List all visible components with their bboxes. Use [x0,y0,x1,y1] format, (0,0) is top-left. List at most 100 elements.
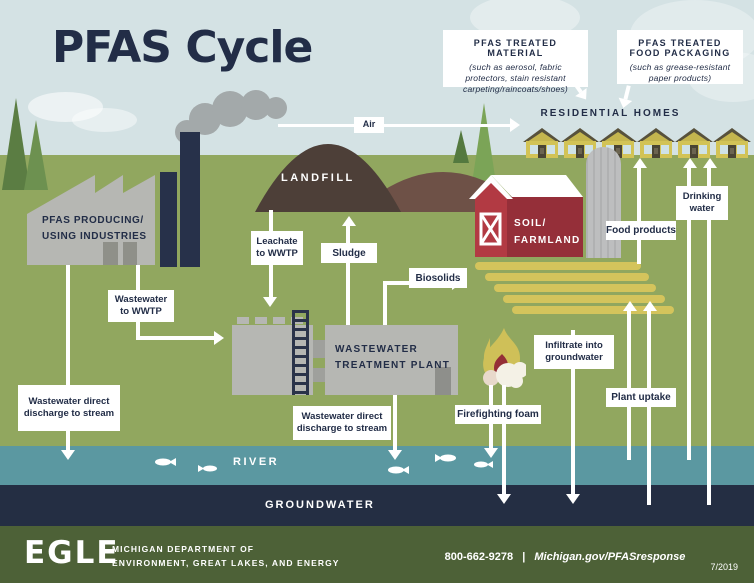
cloud-icon [28,92,103,122]
phone-number: 800-662-9278 [444,551,514,563]
contact-info: 800-662-9278 | Michigan.gov/PFASresponse [420,551,710,563]
packaging-callout-title-line1: PFAS TREATED [638,38,722,48]
drinking-water-line [687,168,691,460]
discharge-left-arrowhead [61,450,75,460]
food-products-arrowhead [633,158,647,168]
biosolids-label: Biosolids [409,268,467,288]
department-line1: MICHIGAN DEPARTMENT OF [112,544,255,554]
plant-uptake-arrowhead [643,301,657,311]
plant-uptake-arrowhead [623,301,637,311]
discharge-left-line2: discharge to stream [23,408,115,419]
factory-chimney-icon [180,132,200,267]
pfas-treated-material-callout: PFAS TREATED MATERIAL (such as aerosol, … [443,30,588,94]
pfas-treated-food-packaging-callout: PFAS TREATED FOOD PACKAGING (such as gre… [617,30,743,84]
department-line2: ENVIRONMENT, GREAT LAKES, AND ENERGY [112,557,340,568]
crop-row [485,273,649,281]
food-products-line [637,168,641,264]
flame-icon [483,328,526,388]
house-icon [675,128,713,158]
tree-icon [24,120,48,190]
factory-chimney-icon [160,172,177,267]
drinking-water-line2: water [689,203,715,214]
groundwater-band [0,485,754,526]
material-callout-title: PFAS TREATED MATERIAL [473,38,558,58]
department-name: MICHIGAN DEPARTMENT OF ENVIRONMENT, GREA… [112,543,340,570]
smoke-icon [175,90,287,144]
discharge-right-arrowhead [388,450,402,460]
factory-icon [27,175,155,265]
egle-logo: EGLE [24,535,120,571]
fish-icons [155,454,493,474]
drinking-water-line1: Drinking [682,190,722,202]
groundwater-label: GROUNDWATER [265,499,375,511]
wwtp-pipe [313,340,325,358]
foam-to-river-arrowhead [484,448,498,458]
response-url[interactable]: Michigan.gov/PFASresponse [534,551,686,563]
soil-farmland-label: SOIL/ FARMLAND [514,215,581,249]
residential-homes-label: RESIDENTIAL HOMES [540,108,681,119]
leachate-line2: to WWTP [256,248,298,259]
air-arrowhead [510,118,520,132]
wwtp-label: WASTEWATER TREATMENT PLANT [335,342,450,374]
wwtp-label-line1: WASTEWATER [335,344,418,355]
plant-uptake-line [647,311,651,505]
foam-to-groundwater-arrowhead [497,494,511,504]
drinking-water-arrowhead [683,158,697,168]
soil-farmland-line1: SOIL/ [514,218,547,229]
packaging-callout-subtitle: (such as grease-resistant paper products… [629,62,731,84]
version-date: 7/2019 [710,562,738,572]
foam-to-groundwater-line [502,385,506,495]
plant-uptake-label: Plant uptake [606,388,676,407]
sludge-label: Sludge [321,243,377,263]
leachate-arrowhead [263,297,277,307]
page-title: PFAS Cycle [52,22,313,73]
wastewater-to-wwtp-line1: Wastewater [114,293,168,305]
wwtp-tank-top [273,317,285,324]
barn-icon [469,175,583,257]
drinking-water-arrowhead [703,158,717,168]
sludge-line [346,226,350,325]
wwtp-pipe [313,368,325,382]
firefighting-foam-label: Firefighting foam [455,405,541,424]
infiltrate-line2: groundwater [545,352,603,363]
industries-label-line1: PFAS PRODUCING/ [42,215,144,226]
discharge-left-line1: Wastewater direct [28,395,110,407]
drinking-water-line [707,168,711,505]
wastewater-to-wwtp-arrowhead [214,331,224,345]
crop-row [475,262,641,270]
material-callout-subtitle: (such as aerosol, fabric protectors, sta… [463,62,568,95]
house-icon [637,128,675,158]
house-icon [523,128,561,158]
wastewater-to-wwtp-line [136,336,216,340]
crop-row [494,284,656,292]
tree-icon [453,130,469,163]
discharge-right-line [393,395,397,455]
landfill-label: LANDFILL [281,172,355,184]
infiltrate-line1: Infiltrate into [545,339,603,351]
sludge-arrowhead [342,216,356,226]
footer-band [0,526,754,583]
plant-uptake-line [627,311,631,460]
wwtp-tank-top [255,317,267,324]
air-label: Air [354,117,384,133]
soil-farmland-line2: FARMLAND [514,235,581,246]
leachate-line1: Leachate [256,235,298,247]
discharge-right-line1: Wastewater direct [301,410,383,422]
separator: | [522,551,526,563]
packaging-callout-title-line2: FOOD PACKAGING [629,48,731,58]
cloud-icon [72,108,137,132]
crop-row [512,306,674,314]
industries-label: PFAS PRODUCING/ USING INDUSTRIES [42,213,147,244]
wastewater-to-wwtp-line2: to WWTP [120,306,162,317]
river-label: RIVER [233,456,280,468]
wwtp-tank-top [237,317,249,324]
discharge-left-line [66,265,70,455]
discharge-right-line2: discharge to stream [296,423,388,434]
house-icon [713,128,751,158]
infiltrate-arrowhead [566,494,580,504]
